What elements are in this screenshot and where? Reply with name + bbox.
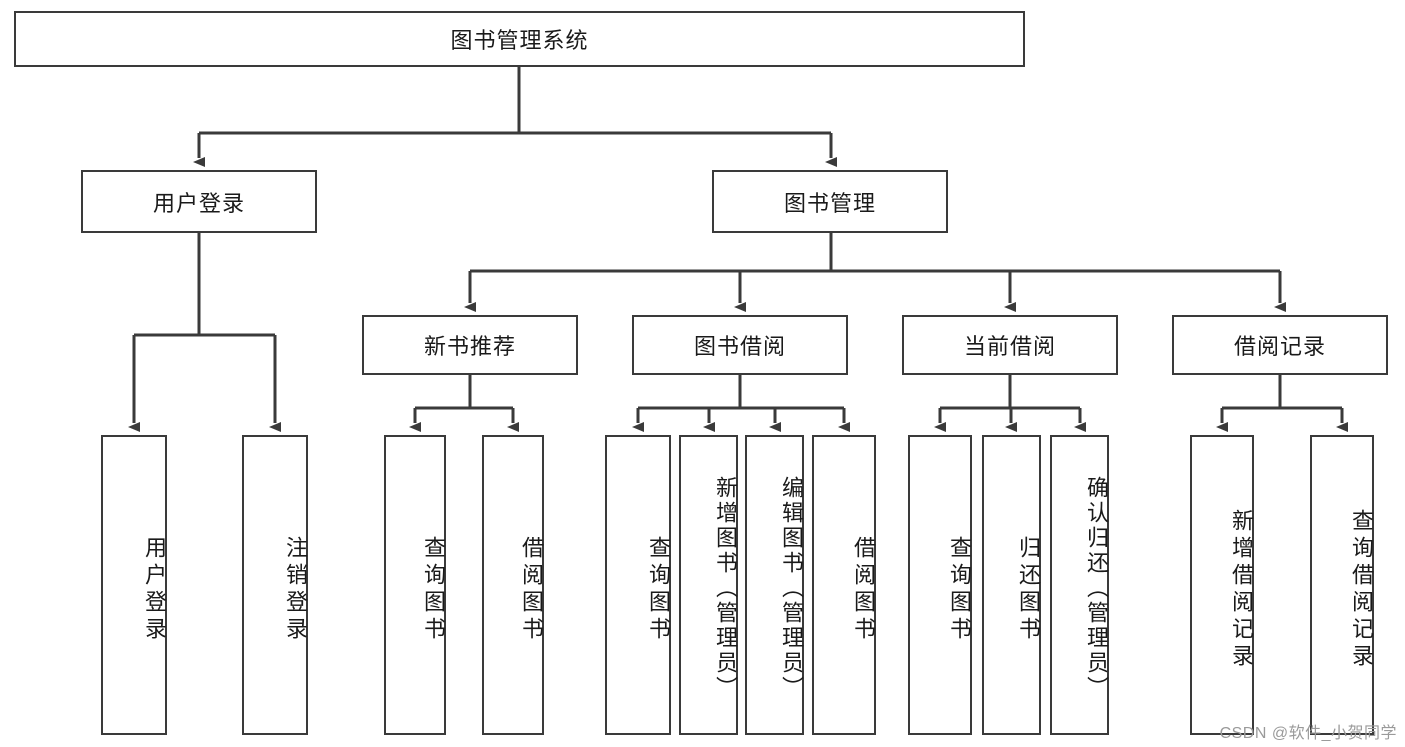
node-book-borrow[interactable]: 图书借阅 (632, 315, 848, 375)
node-root[interactable]: 图书管理系统 (14, 11, 1025, 67)
node-recommend-borrow-book[interactable]: 借阅图书 (482, 435, 544, 735)
node-borrow-borrow-book[interactable]: 借阅图书 (812, 435, 876, 735)
node-current-confirm-return[interactable]: 确认归还（管理员） (1050, 435, 1109, 735)
node-user-login-leaf[interactable]: 用户登录 (101, 435, 167, 735)
node-borrow-edit-book[interactable]: 编辑图书（管理员） (745, 435, 804, 735)
node-new-book-recommend[interactable]: 新书推荐 (362, 315, 578, 375)
node-book-management[interactable]: 图书管理 (712, 170, 948, 233)
watermark-text: CSDN @软件_小贺同学 (1219, 725, 1397, 742)
node-current-return-book[interactable]: 归还图书 (982, 435, 1041, 735)
node-current-borrow[interactable]: 当前借阅 (902, 315, 1118, 375)
node-borrow-add-book[interactable]: 新增图书（管理员） (679, 435, 738, 735)
node-user-logout-leaf[interactable]: 注销登录 (242, 435, 308, 735)
node-borrow-query-book[interactable]: 查询图书 (605, 435, 671, 735)
node-records-add-record[interactable]: 新增借阅记录 (1190, 435, 1254, 735)
node-current-query-book[interactable]: 查询图书 (908, 435, 972, 735)
node-records-query-record[interactable]: 查询借阅记录 (1310, 435, 1374, 735)
node-borrow-records[interactable]: 借阅记录 (1172, 315, 1388, 375)
node-user-login[interactable]: 用户登录 (81, 170, 317, 233)
node-recommend-query-book[interactable]: 查询图书 (384, 435, 446, 735)
